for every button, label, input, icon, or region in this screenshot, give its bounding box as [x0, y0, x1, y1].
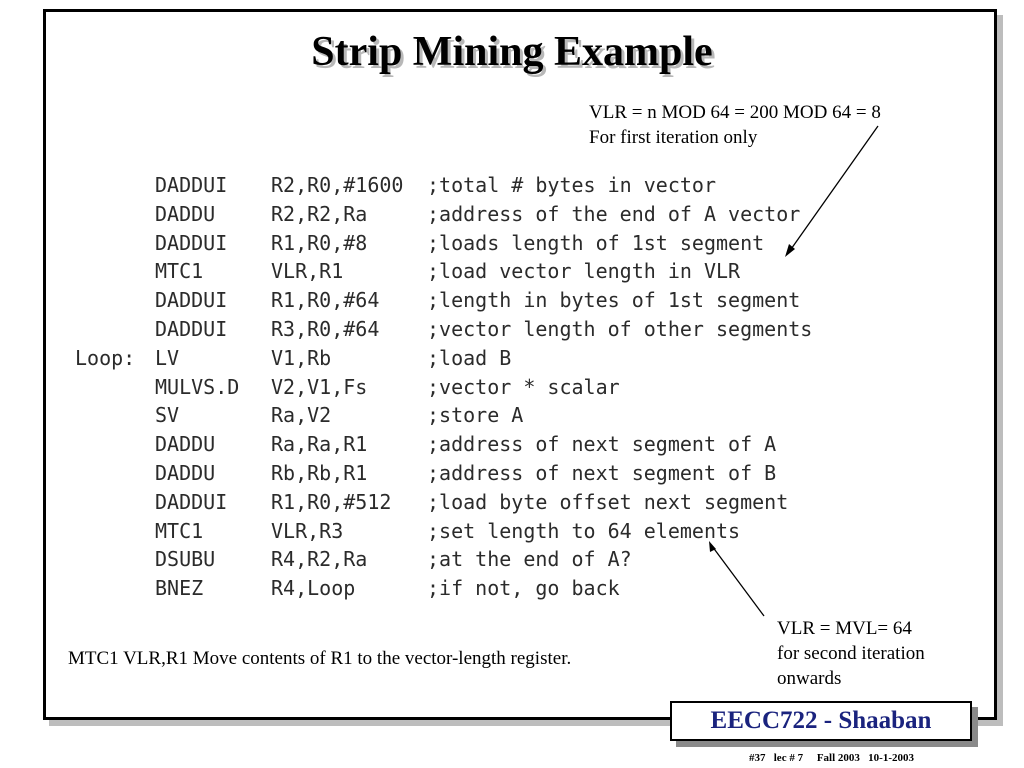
- code-opcode: DADDU: [155, 432, 216, 457]
- code-operands: Rb,Rb,R1: [271, 461, 368, 485]
- slide-frame: [43, 9, 997, 720]
- code-comment: ;at the end of A?: [427, 547, 632, 572]
- arrow-to-first-segment: [785, 125, 879, 257]
- code-opcode: DADDUI: [155, 317, 228, 341]
- code-opcode: DADDUI: [155, 288, 228, 313]
- note-top-line-1: VLR = n MOD 64 = 200 MOD 64 = 8: [589, 102, 881, 123]
- code-comment: ;total # bytes in vector: [427, 173, 716, 197]
- code-comment: ;length in bytes of 1st segment: [427, 288, 801, 313]
- code-opcode: MULVS.D: [155, 374, 240, 399]
- code-opcode: SV: [155, 403, 180, 428]
- code-comment: ;address of next segment of B: [427, 461, 777, 485]
- code-operands: R2,R2,Ra: [271, 201, 368, 226]
- note-bottom-line-3: onwards: [777, 668, 842, 689]
- code-label: Loop:: [75, 345, 136, 370]
- code-comment: ;loads length of 1st segment: [427, 230, 765, 255]
- code-comment: ;load vector length in VLR: [427, 259, 741, 284]
- code-operands: Ra,Ra,R1: [271, 432, 368, 457]
- code-comment: ;if not, go back: [427, 576, 620, 601]
- code-opcode: DADDU: [155, 461, 216, 485]
- code-operands: V2,V1,Fs: [271, 374, 368, 399]
- course-badge-label: EECC722 - Shaaban: [710, 707, 932, 734]
- code-comment: ;load B: [427, 345, 512, 370]
- code-opcode: DADDU: [155, 201, 216, 226]
- mtc1-footnote: MTC1 VLR,R1 Move contents of R1 to the v…: [68, 648, 572, 669]
- slide-meta-footer: #37 lec # 7 Fall 2003 10-1-2003: [749, 752, 914, 764]
- code-opcode: DSUBU: [155, 547, 216, 572]
- code-operands: R3,R0,#64: [271, 317, 380, 341]
- code-comment: ;vector length of other segments: [427, 317, 813, 341]
- code-operands: R1,R0,#64: [271, 288, 380, 313]
- note-bottom-line-1: VLR = MVL= 64: [777, 618, 912, 639]
- code-operands: Ra,V2: [271, 403, 332, 428]
- code-opcode: DADDUI: [155, 230, 228, 255]
- code-comment: ;store A: [427, 403, 524, 428]
- code-operands: R2,R0,#1600: [271, 173, 404, 197]
- code-opcode: MTC1: [155, 518, 204, 543]
- code-operands: R4,Loop: [271, 576, 356, 601]
- code-operands: VLR,R3: [271, 518, 344, 543]
- code-opcode: MTC1: [155, 259, 204, 284]
- note-top-line-2: For first iteration only: [589, 127, 758, 148]
- code-opcode: LV: [155, 345, 180, 370]
- code-comment: ;vector * scalar: [427, 374, 620, 399]
- code-operands: R1,R0,#512: [271, 489, 392, 514]
- code-opcode: DADDUI: [155, 173, 228, 197]
- code-comment: ;set length to 64 elements: [427, 518, 741, 543]
- course-badge: EECC722 - Shaaban: [670, 701, 972, 741]
- slide-title: Strip Mining Example: [311, 29, 713, 75]
- code-comment: ;address of next segment of A: [427, 432, 777, 457]
- code-comment: ;load byte offset next segment: [427, 489, 789, 514]
- code-operands: R1,R0,#8: [271, 230, 368, 255]
- vlr-first-iteration-note: VLR = n MOD 64 = 200 MOD 64 = 8 For firs…: [589, 100, 881, 150]
- note-bottom-line-2: for second iteration: [777, 643, 925, 664]
- code-operands: V1,Rb: [271, 345, 332, 370]
- code-operands: R4,R2,Ra: [271, 547, 368, 572]
- arrow-to-set-length: [709, 541, 765, 617]
- vlr-second-iteration-note: VLR = MVL= 64 for second iteration onwar…: [777, 616, 925, 691]
- code-comment: ;address of the end of A vector: [427, 201, 801, 226]
- code-opcode: DADDUI: [155, 489, 228, 514]
- code-operands: VLR,R1: [271, 259, 344, 284]
- code-opcode: BNEZ: [155, 576, 204, 601]
